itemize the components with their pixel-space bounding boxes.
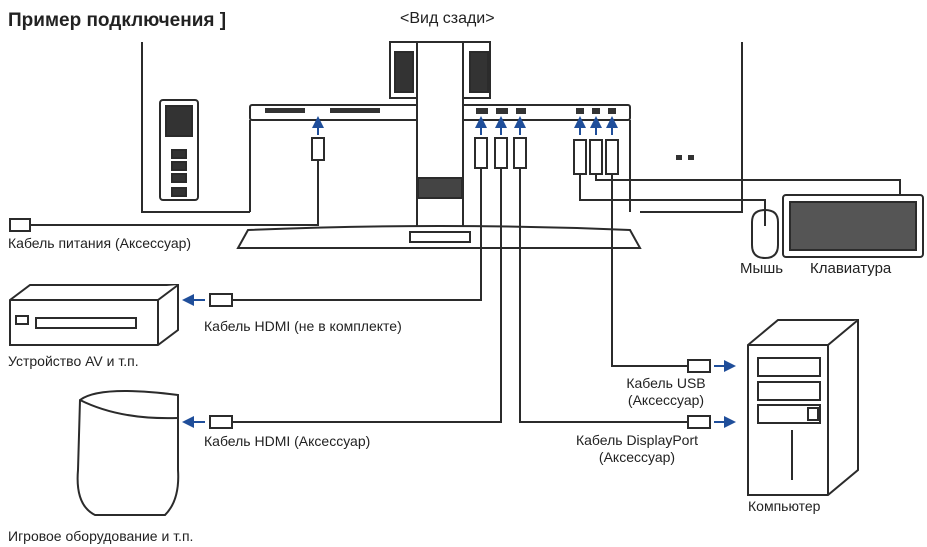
av-device xyxy=(9,284,179,346)
usb-cable-label-line1: Кабель USB xyxy=(626,375,706,391)
power-cable-label: Кабель питания (Аксессуар) xyxy=(8,235,192,251)
hdmi-accessory-label: Кабель HDMI (Аксессуар) xyxy=(204,433,371,449)
port-arrows xyxy=(312,116,618,135)
keyboard-device xyxy=(782,194,924,258)
keyboard-label: Клавиатура xyxy=(810,260,892,277)
dp-cable-label-line1: Кабель DisplayPort xyxy=(575,432,699,448)
dp-cable-label-line2: (Аксессуар) xyxy=(598,449,676,465)
mouse-device xyxy=(751,208,779,260)
rear-ports xyxy=(265,108,694,160)
cable-end-plugs xyxy=(209,293,711,429)
computer-tower xyxy=(747,319,859,496)
av-device-label: Устройство AV и т.п. xyxy=(8,353,139,369)
mouse-label: Мышь xyxy=(740,260,784,277)
game-device xyxy=(76,390,180,516)
usb-cable-label-line2: (Аксессуар) xyxy=(627,392,705,408)
cable-connectors xyxy=(311,137,619,175)
rear-view-label: <Вид сзади> xyxy=(400,10,495,27)
hdmi-not-included-label: Кабель HDMI (не в комплекте) xyxy=(204,318,402,334)
side-controls xyxy=(159,99,199,201)
monitor-stand xyxy=(236,41,642,249)
cables xyxy=(9,160,901,423)
page-title: Пример подключения ] xyxy=(8,10,227,31)
direction-arrows xyxy=(182,294,736,428)
computer-label: Компьютер xyxy=(748,498,821,514)
game-device-label: Игровое оборудование и т.п. xyxy=(8,528,194,544)
